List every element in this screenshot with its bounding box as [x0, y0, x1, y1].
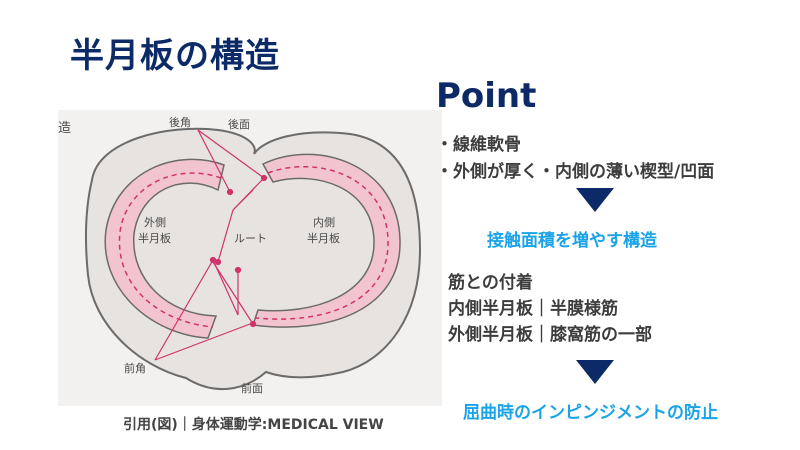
- label-lateral-2: 半月板: [138, 231, 171, 245]
- label-root: ルート: [234, 232, 267, 245]
- lateral-meniscus: [104, 158, 225, 339]
- label-medial-1: 内側: [313, 215, 335, 229]
- label-lateral-1: 外側: [144, 216, 166, 229]
- meniscus-diagram: 造 後角 後面 外側 半月板 内側 半月板 ルート 前角 前面: [58, 110, 442, 406]
- attachment-medial: 内側半月板｜半膜様筋: [448, 299, 618, 319]
- down-arrow-icon: [576, 360, 614, 384]
- figure-caption: 引用(図)｜身体運動学:MEDICAL VIEW: [123, 417, 384, 433]
- label-posterior-surface: 後面: [228, 117, 250, 131]
- result-contact-area: 接触面積を増やす構造: [487, 231, 657, 251]
- down-arrow-icon: [576, 188, 614, 212]
- attachment-title: 筋との付着: [448, 273, 533, 293]
- pointer-lines: [154, 129, 268, 361]
- point-heading: Point: [436, 76, 537, 116]
- meniscus-figure: 造 後角 後面 外側 半月板 内側 半月板 ルート 前角 前面: [58, 110, 442, 406]
- label-anterior-surface: 前面: [241, 381, 263, 395]
- figure-corner-label: 造: [58, 121, 71, 136]
- label-medial-2: 半月板: [307, 231, 340, 245]
- label-posterior-horn: 後角: [169, 115, 191, 129]
- bullet-wedge-shape: ・外側が厚く・内側の薄い楔型/凹面: [436, 162, 715, 182]
- label-anterior-horn: 前角: [124, 361, 146, 375]
- slide-title: 半月板の構造: [70, 36, 280, 76]
- attachment-lateral: 外側半月板｜膝窩筋の一部: [448, 325, 652, 345]
- bullet-fibrocartilage: ・線維軟骨: [436, 135, 521, 155]
- result-impingement-prevention: 屈曲時のインピンジメントの防止: [463, 403, 718, 423]
